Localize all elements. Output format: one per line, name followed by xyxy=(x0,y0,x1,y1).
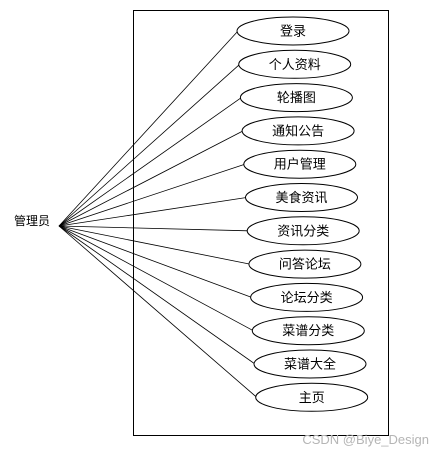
use-case-ellipse xyxy=(238,49,352,79)
use-case-ellipse xyxy=(255,382,369,412)
use-case-ellipse xyxy=(236,16,350,46)
use-case-label: 论坛分类 xyxy=(281,291,333,306)
use-case-ellipse xyxy=(250,282,364,312)
association-line xyxy=(58,197,247,227)
use-case-label: 登录 xyxy=(280,25,306,40)
use-case-label: 问答论坛 xyxy=(279,257,331,273)
association-line xyxy=(58,225,257,398)
association-line xyxy=(58,225,254,332)
association-line xyxy=(58,225,249,232)
association-line xyxy=(58,225,256,365)
use-case-label: 主页 xyxy=(299,391,325,406)
watermark: CSDN @Biye_Design xyxy=(302,432,429,447)
use-case-label: 个人资料 xyxy=(269,58,321,73)
association-line xyxy=(58,225,250,265)
use-case-label: 菜谱分类 xyxy=(282,324,334,339)
use-case-ellipse xyxy=(253,349,367,379)
use-case-ellipse xyxy=(241,116,355,146)
association-line xyxy=(58,64,240,227)
use-case: 轮播图 xyxy=(239,83,353,113)
association-lines xyxy=(58,30,257,398)
association-line xyxy=(58,225,252,298)
association-line xyxy=(58,163,245,227)
use-case: 资讯分类 xyxy=(246,216,360,246)
use-case: 菜谱分类 xyxy=(251,316,365,346)
use-case: 美食资讯 xyxy=(245,183,358,212)
use-case-ellipse xyxy=(246,216,360,246)
use-case: 菜谱大全 xyxy=(253,349,367,379)
association-line xyxy=(58,97,242,227)
use-case-label: 菜谱大全 xyxy=(284,357,336,373)
use-case: 主页 xyxy=(255,382,369,412)
use-case-ellipse xyxy=(251,316,365,346)
use-case-label: 轮播图 xyxy=(277,91,316,106)
use-case: 用户管理 xyxy=(243,149,357,179)
association-line xyxy=(58,130,244,227)
use-case-ellipse xyxy=(245,183,358,212)
use-case: 论坛分类 xyxy=(250,282,364,312)
use-case: 登录 xyxy=(236,16,350,46)
use-case-ellipse xyxy=(243,149,357,179)
use-case-ellipse xyxy=(239,83,353,113)
system-boundary xyxy=(133,10,389,436)
use-case-label: 通知公告 xyxy=(272,123,324,139)
use-case-label: 用户管理 xyxy=(274,157,326,173)
use-case-label: 资讯分类 xyxy=(277,224,329,239)
use-case: 个人资料 xyxy=(238,49,352,79)
use-case-group: 登录个人资料轮播图通知公告用户管理美食资讯资讯分类问答论坛论坛分类菜谱分类菜谱大… xyxy=(236,16,369,412)
actor-label: 管理员 xyxy=(14,213,50,228)
association-line xyxy=(58,30,239,227)
use-case-ellipse xyxy=(248,249,362,279)
use-case-label: 美食资讯 xyxy=(275,190,327,206)
use-case: 问答论坛 xyxy=(248,249,362,279)
use-case: 通知公告 xyxy=(241,116,355,146)
